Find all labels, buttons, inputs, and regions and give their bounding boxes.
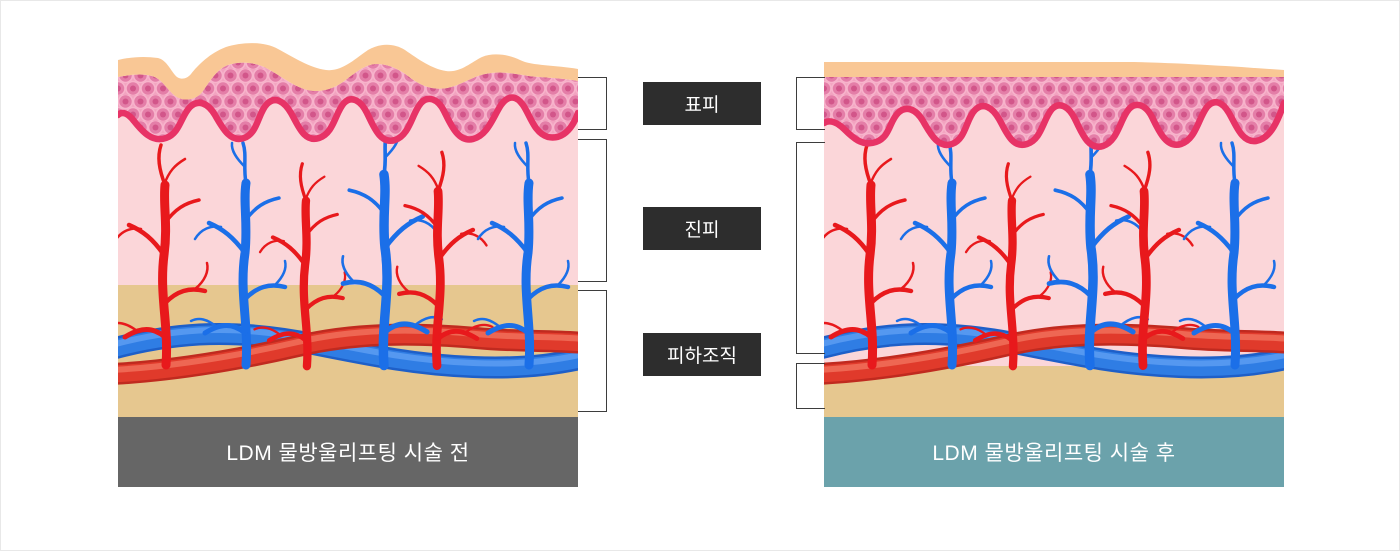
basement-membrane-line [118,94,578,144]
label-subcutis: 피하조직 [643,333,761,376]
bracket-epidermis-before [578,77,607,130]
bracket-subcutis-after [796,363,825,409]
label-epidermis: 표피 [643,82,761,125]
epidermis-layer [824,73,1284,147]
label-dermis: 진피 [643,207,761,250]
bracket-epidermis-after [796,77,825,130]
bracket-dermis-after [796,142,825,354]
stratum-corneum-layer [118,43,578,100]
caption-before: LDM 물방울리프팅 시술 전 [118,417,578,487]
stratum-corneum-layer [824,62,1284,77]
bracket-dermis-before [578,139,607,282]
skin-after-illustration [824,62,1284,418]
caption-after: LDM 물방울리프팅 시술 후 [824,417,1284,487]
basement-membrane-line [824,98,1284,150]
epidermis-layer [118,62,578,141]
skin-before-illustration [118,43,578,418]
bracket-subcutis-before [578,290,607,412]
